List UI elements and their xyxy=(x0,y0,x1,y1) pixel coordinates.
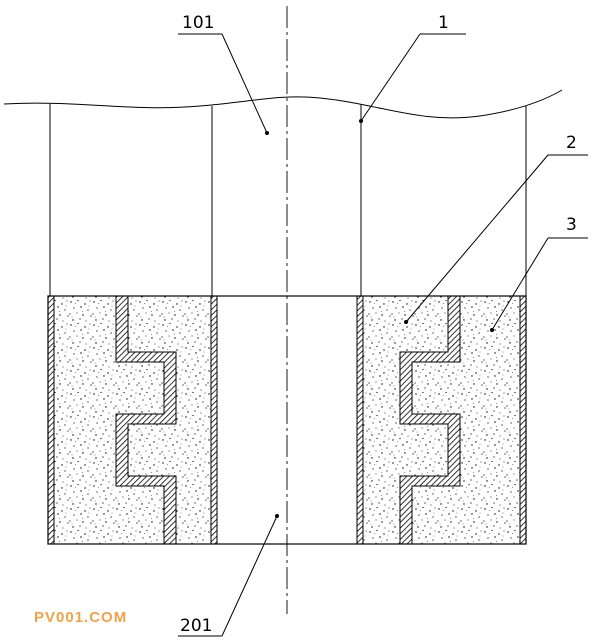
label-3: 3 xyxy=(566,215,577,235)
leader-2: 2 xyxy=(404,133,588,324)
leader-3: 3 xyxy=(490,215,588,332)
right-outer-wall xyxy=(519,295,527,545)
label-2: 2 xyxy=(566,133,577,153)
leader-101: 101 xyxy=(178,13,269,135)
break-line xyxy=(3,89,563,119)
right-bore-wall xyxy=(356,295,364,545)
label-201: 201 xyxy=(180,616,212,636)
upper-body xyxy=(3,89,563,296)
label-101: 101 xyxy=(182,13,214,33)
leader-1: 1 xyxy=(359,13,466,123)
label-1: 1 xyxy=(438,13,449,33)
left-outer-wall xyxy=(47,295,55,545)
watermark: PV001.COM xyxy=(34,609,127,626)
left-bore-wall xyxy=(210,295,218,545)
leader-201: 201 xyxy=(178,514,279,637)
